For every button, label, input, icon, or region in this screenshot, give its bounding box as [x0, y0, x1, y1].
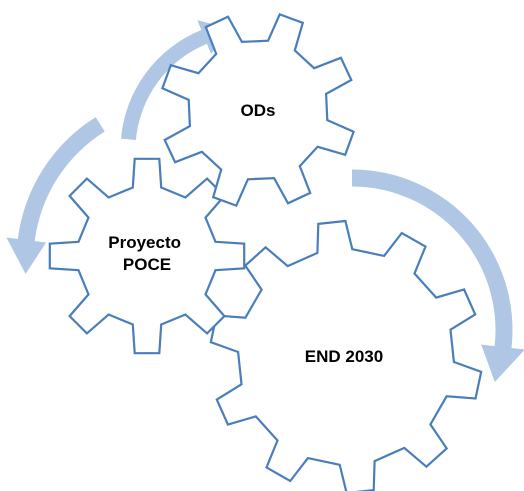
gear-label-end2030: END 2030 — [305, 347, 383, 366]
cycle-arrow-right — [352, 169, 524, 382]
gear-label-poce-line2: POCE — [123, 255, 171, 274]
gear-ods — [161, 13, 355, 207]
gear-proyecto-poce — [48, 157, 246, 355]
gear-label-poce-line1: Proyecto — [108, 233, 181, 252]
gear-label-ods: ODs — [241, 101, 276, 120]
gear-end-2030 — [209, 219, 483, 491]
gear-label-poce: Proyecto POCE — [108, 233, 185, 274]
cycle-arrow-left — [6, 117, 105, 274]
